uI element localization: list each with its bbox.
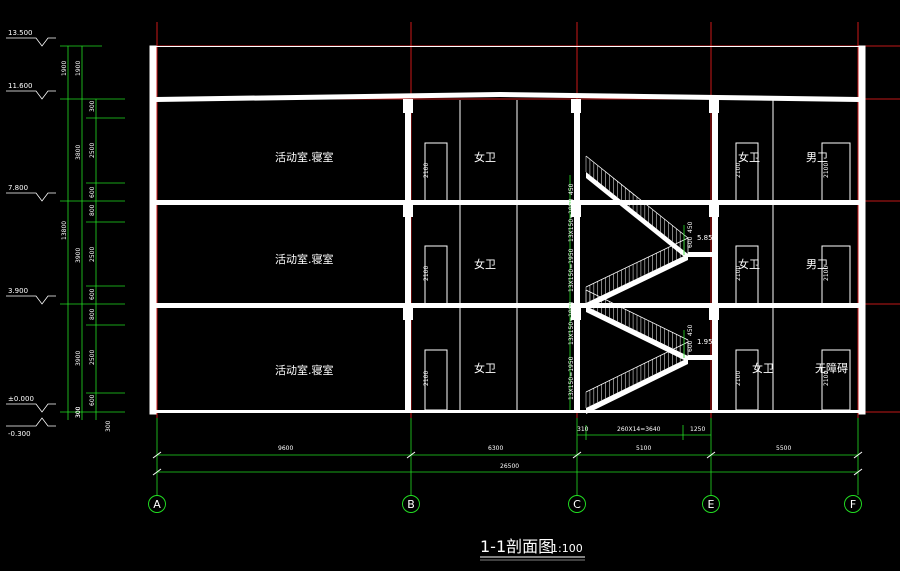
axis-lines bbox=[150, 22, 900, 418]
stair-stringer bbox=[586, 172, 688, 260]
axis-bubble-e: E bbox=[702, 495, 720, 513]
dim-label: 600 bbox=[687, 340, 694, 352]
dim-label: 600 bbox=[89, 186, 96, 198]
elevation-label: 11.600 bbox=[8, 82, 33, 90]
room-label-male-wc-2f: 男卫 bbox=[806, 258, 828, 271]
dimension-lines bbox=[60, 45, 859, 495]
room-label-female-wc-1f-e: 女卫 bbox=[752, 361, 774, 375]
dim-label: 2500 bbox=[89, 247, 96, 262]
axis-label: A bbox=[153, 498, 161, 511]
dim-label: 450 bbox=[687, 221, 694, 233]
bottom-dimension-labels: 9600 6300 5100 5500 26500 260X14=3640 12… bbox=[278, 426, 791, 470]
axis-bubble-f: F bbox=[844, 495, 862, 513]
axis-bubble-b: B bbox=[402, 495, 420, 513]
stair-stringer bbox=[586, 254, 688, 309]
dim-label: 300 bbox=[75, 406, 82, 418]
room-label-male-wc-3f: 男卫 bbox=[806, 151, 828, 164]
flight-label: 13X150=1950 bbox=[568, 301, 575, 345]
elevation-label: ±0.000 bbox=[8, 395, 34, 403]
door-height-label: 2100 bbox=[823, 163, 830, 178]
room-label-activity-1f: 活动室.寝室 bbox=[275, 363, 334, 377]
door-height-label: 2100 bbox=[735, 266, 742, 281]
dim-label: 800 bbox=[89, 204, 96, 216]
dim-label: 1900 bbox=[61, 61, 68, 76]
landing-length-label: 1250 bbox=[690, 426, 705, 433]
room-label-female-wc-2f: 女卫 bbox=[474, 257, 496, 271]
title-main: 1-1剖面图 bbox=[480, 537, 554, 556]
span-label: 9600 bbox=[278, 445, 293, 452]
dim-total-label: 13800 bbox=[61, 221, 68, 240]
flight-label: 13X150=1950 bbox=[568, 356, 575, 400]
door-height-label: 2100 bbox=[823, 266, 830, 281]
room-label-activity-3f: 活动室.寝室 bbox=[275, 150, 334, 164]
flight-label: 13X150=1950 bbox=[568, 198, 575, 242]
dim-label: 2500 bbox=[89, 143, 96, 158]
span-label: 6300 bbox=[488, 445, 503, 452]
dim-label: 600 bbox=[89, 394, 96, 406]
room-label-activity-2f: 活动室.寝室 bbox=[275, 252, 334, 266]
left-dimension-labels: 1900 1900 3800 3900 3900 300 13800 300 2… bbox=[61, 61, 112, 432]
axis-label: F bbox=[850, 498, 856, 511]
total-span-label: 26500 bbox=[500, 463, 519, 470]
dim-label: 800 bbox=[89, 308, 96, 320]
room-labels: 活动室.寝室 活动室.寝室 活动室.寝室 女卫 女卫 女卫 女卫 女卫 女卫 男… bbox=[275, 150, 848, 377]
dim-label: 2500 bbox=[89, 350, 96, 365]
door-height-label: 2100 bbox=[423, 266, 430, 281]
elevation-markers bbox=[6, 37, 56, 427]
axis-bubbles: A B C E F bbox=[148, 495, 862, 513]
door-height-label: 2100 bbox=[735, 371, 742, 386]
stair-run-label: 260X14=3640 bbox=[617, 426, 661, 433]
room-label-female-wc-3f: 女卫 bbox=[474, 150, 496, 164]
doors bbox=[424, 142, 851, 411]
dim-label: 1900 bbox=[75, 61, 82, 76]
room-label-female-wc-1f: 女卫 bbox=[474, 361, 496, 375]
door-height-labels: 2100 2100 2100 2100 2100 2100 2100 2100 … bbox=[423, 163, 830, 386]
axis-bubble-a: A bbox=[148, 495, 166, 513]
dimension-ticks bbox=[152, 451, 863, 476]
door-height-label: 2100 bbox=[735, 163, 742, 178]
room-label-female-wc-3f-e: 女卫 bbox=[738, 150, 760, 164]
dim-label: 450 bbox=[687, 324, 694, 336]
drawing-title: 1-1剖面图 1:100 bbox=[480, 537, 585, 561]
title-scale: 1:100 bbox=[551, 542, 583, 555]
dim-label: 450 bbox=[568, 183, 575, 195]
axis-bubble-c: C bbox=[568, 495, 586, 513]
dim-label: 600 bbox=[89, 288, 96, 300]
elevation-label: 3.900 bbox=[8, 287, 28, 295]
stair-flight-4 bbox=[585, 341, 689, 414]
span-label: 5100 bbox=[636, 445, 651, 452]
stair-flight-2 bbox=[585, 237, 689, 309]
elevation-label: 7.800 bbox=[8, 184, 28, 192]
partitions bbox=[152, 100, 774, 410]
stair-stringer bbox=[586, 358, 688, 414]
door-height-label: 2100 bbox=[423, 371, 430, 386]
stair-labels: 13X150=1950 13X150=1950 13X150=1950 13X1… bbox=[568, 183, 717, 400]
dim-label: 3900 bbox=[75, 248, 82, 263]
dim-label: 300 bbox=[89, 100, 96, 112]
dim-label: 3800 bbox=[75, 145, 82, 160]
door-height-label: 2100 bbox=[823, 371, 830, 386]
landing-elevation: 1.950 bbox=[697, 338, 717, 346]
elevation-label: -0.300 bbox=[8, 430, 31, 438]
stair-stringer bbox=[586, 306, 688, 362]
landing-elevation: 5.850 bbox=[697, 234, 717, 242]
flight-label: 13X150=1950 bbox=[568, 248, 575, 292]
room-label-female-wc-2f-e: 女卫 bbox=[738, 257, 760, 271]
dim-label: 600 bbox=[687, 236, 694, 248]
elevation-labels: 13.500 11.600 7.800 3.900 ±0.000 -0.300 bbox=[8, 29, 34, 438]
door-height-label: 2100 bbox=[423, 163, 430, 178]
dim-label: 300 bbox=[105, 420, 112, 432]
dim-label: 3900 bbox=[75, 351, 82, 366]
axis-label: C bbox=[573, 498, 581, 511]
span-label: 5500 bbox=[776, 445, 791, 452]
axis-label: B bbox=[407, 498, 415, 511]
axis-label: E bbox=[708, 498, 715, 511]
stair-flight-1 bbox=[585, 155, 689, 260]
dim-label: 300 bbox=[75, 406, 82, 418]
offset-label: 310 bbox=[577, 426, 589, 433]
elevation-label: 13.500 bbox=[8, 29, 33, 37]
room-label-accessible-wc: 无障碍 bbox=[815, 361, 848, 375]
stair-flights bbox=[585, 155, 689, 414]
